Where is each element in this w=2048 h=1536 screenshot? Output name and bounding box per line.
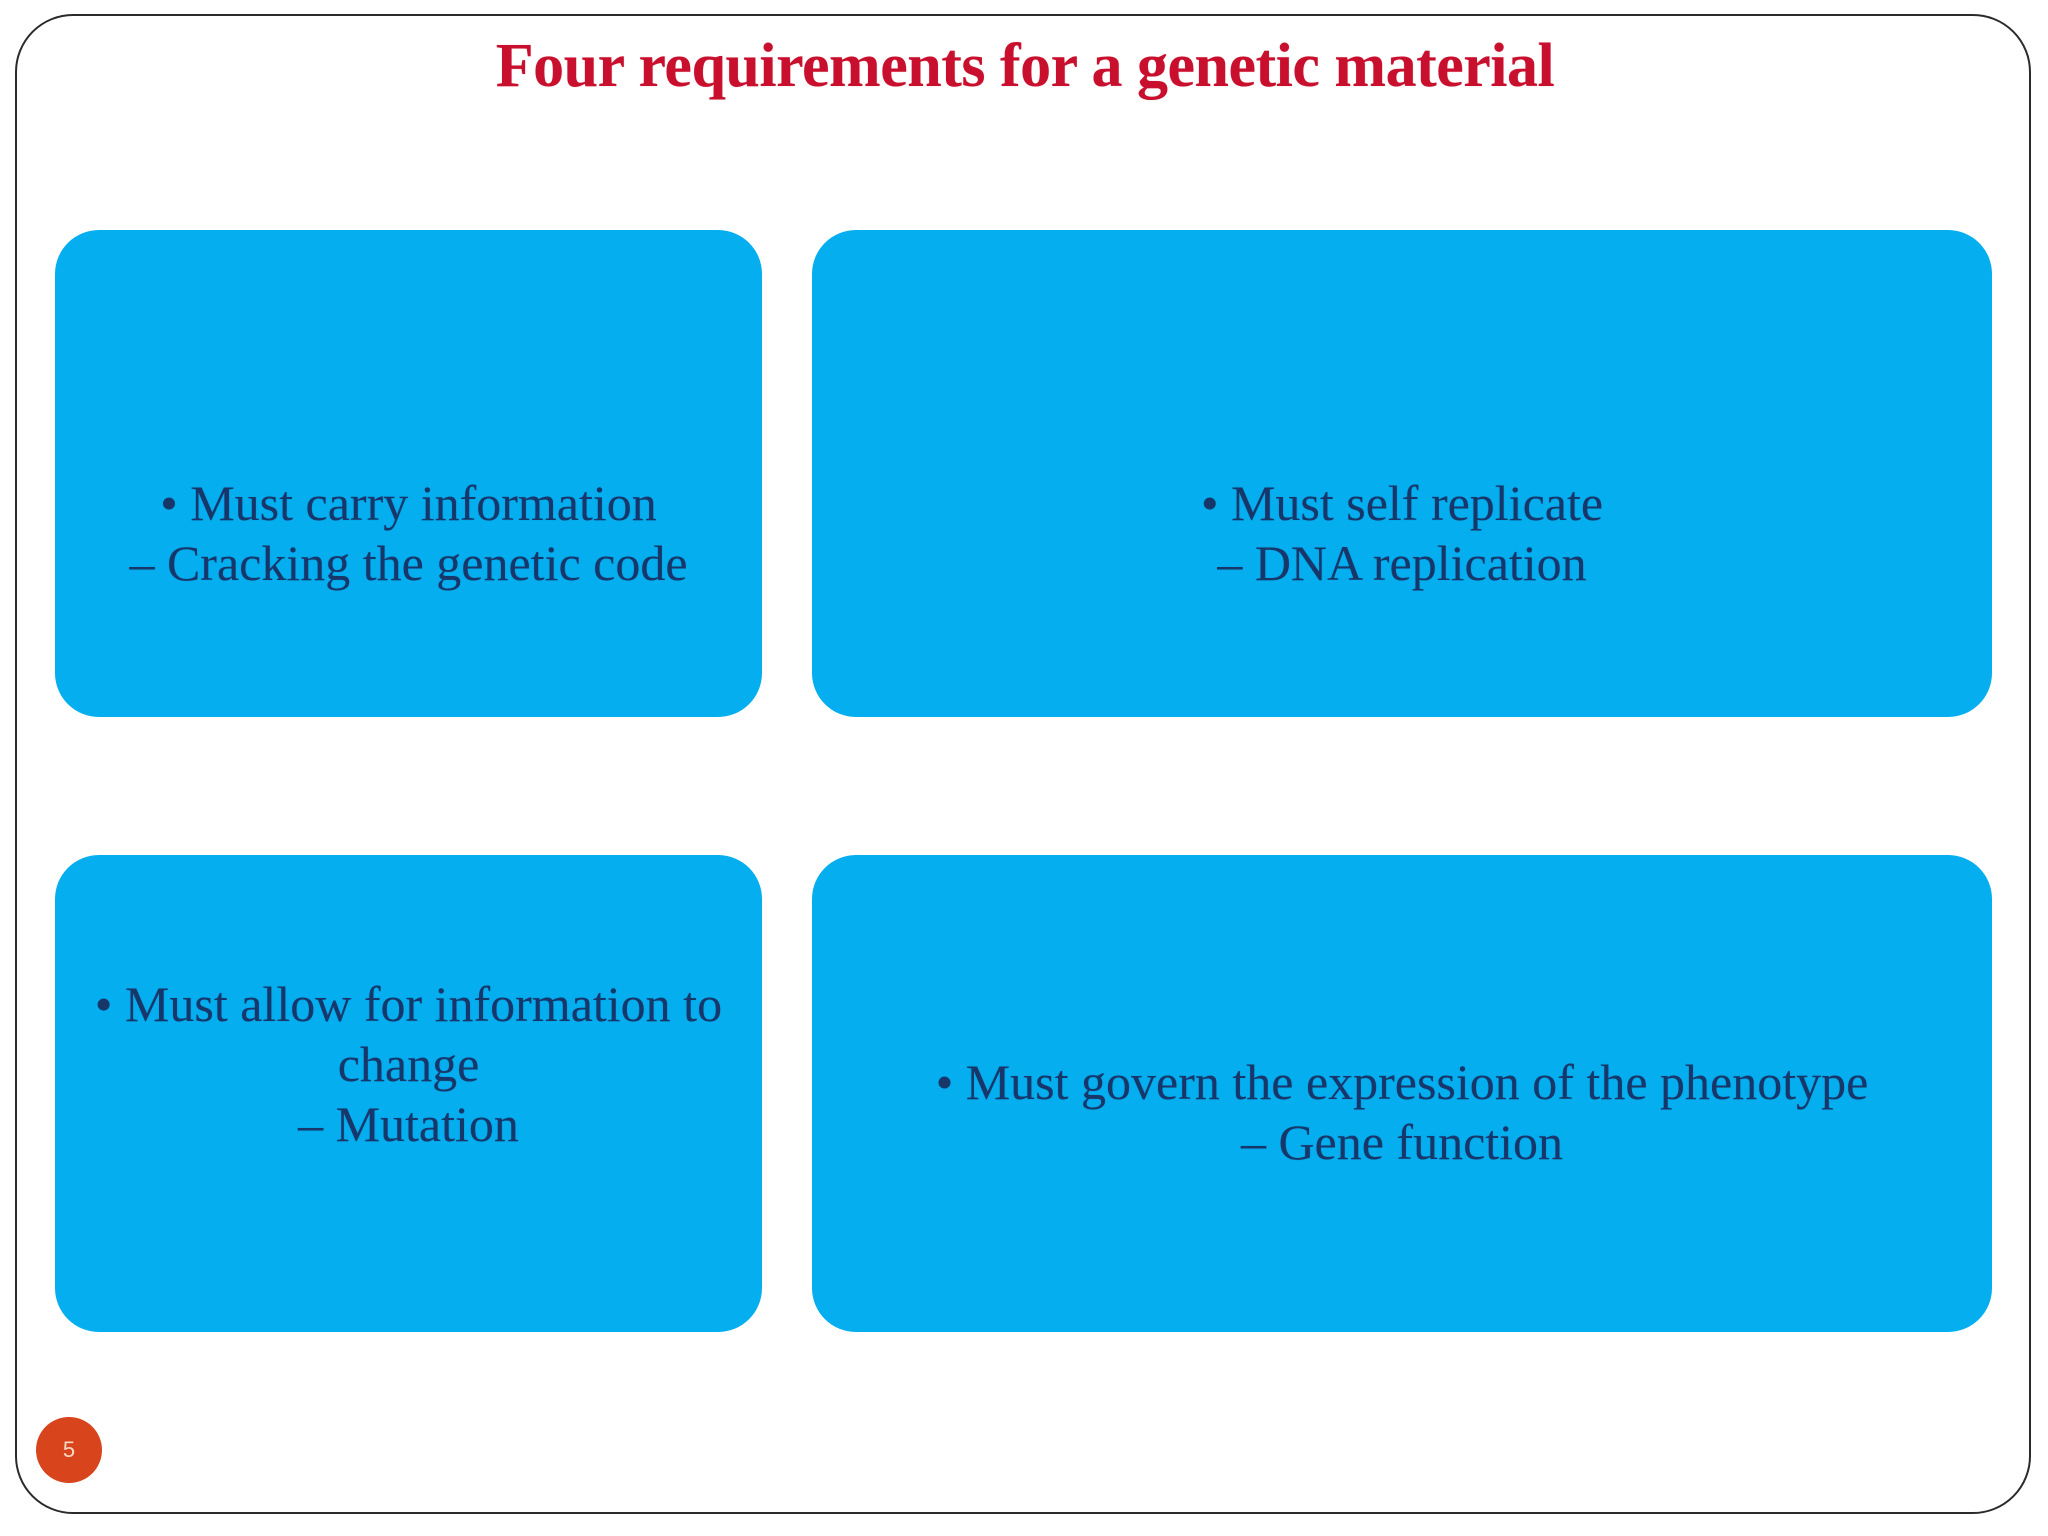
requirement-subpoint: – Gene function <box>1240 1113 1564 1170</box>
requirement-text-stack: • Must allow for information to change –… <box>55 974 762 1154</box>
slide-number-badge: 5 <box>36 1417 102 1483</box>
requirement-text-stack: • Must self replicate – DNA replication <box>812 473 1992 593</box>
requirement-box-carry-information[interactable]: • Must carry information – Cracking the … <box>55 230 762 717</box>
requirement-box-information-change[interactable]: • Must allow for information to change –… <box>55 855 762 1332</box>
requirement-subpoint: – Mutation <box>298 1095 519 1152</box>
requirement-text-stack: • Must govern the expression of the phen… <box>812 1052 1992 1172</box>
requirement-box-govern-expression[interactable]: • Must govern the expression of the phen… <box>812 855 1992 1332</box>
requirement-subpoint: – DNA replication <box>1217 534 1587 591</box>
requirement-box-self-replicate[interactable]: • Must self replicate – DNA replication <box>812 230 1992 717</box>
requirement-subpoint: – Cracking the genetic code <box>129 534 688 591</box>
requirement-heading: • Must self replicate <box>1200 474 1604 531</box>
requirement-text-stack: • Must carry information – Cracking the … <box>55 473 762 593</box>
page-title: Four requirements for a genetic material <box>495 32 1555 100</box>
requirement-heading: • Must govern the expression of the phen… <box>935 1053 1869 1110</box>
requirement-heading: • Must carry information <box>160 474 657 531</box>
requirement-heading: • Must allow for information to change <box>94 975 723 1092</box>
